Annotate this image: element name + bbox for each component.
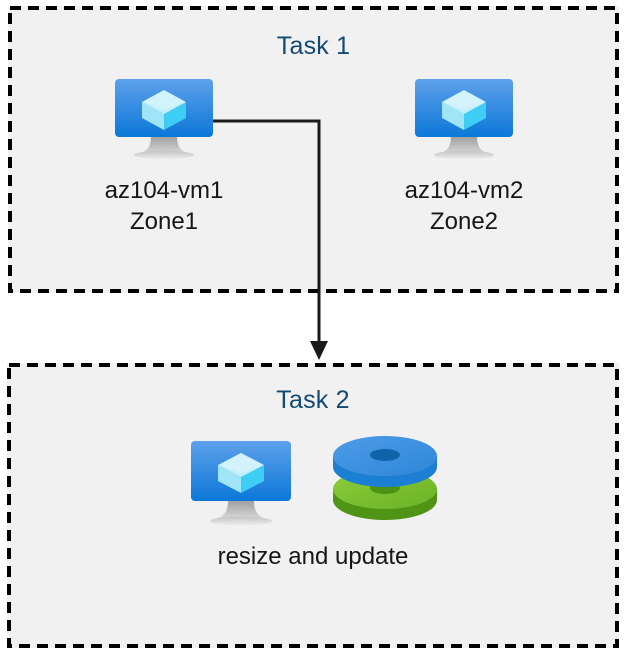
icon-row [358,78,570,170]
node-label-az104-vm2: az104-vm2 Zone2 [404,177,524,235]
down-arrow-icon [310,341,328,360]
node-label-resize-and-update: resize and update [217,543,409,570]
virtual-machine-icon [110,73,218,170]
disk-blue [333,436,437,487]
node-label-az104-vm1: az104-vm1 Zone1 [104,177,224,235]
task-2-title: Task 2 [276,386,350,414]
node-resize-and-update[interactable]: resize and update [108,436,518,573]
node-az104-vm2[interactable]: az104-vm2 Zone2 [358,78,570,237]
icon-row [58,78,270,170]
virtual-machine-icon [185,435,297,536]
virtual-machine-icon [410,73,518,170]
icon-row [108,436,518,536]
disks-icon [329,435,441,536]
node-az104-vm1[interactable]: az104-vm1 Zone1 [58,78,270,237]
task-1-title: Task 1 [276,32,351,60]
